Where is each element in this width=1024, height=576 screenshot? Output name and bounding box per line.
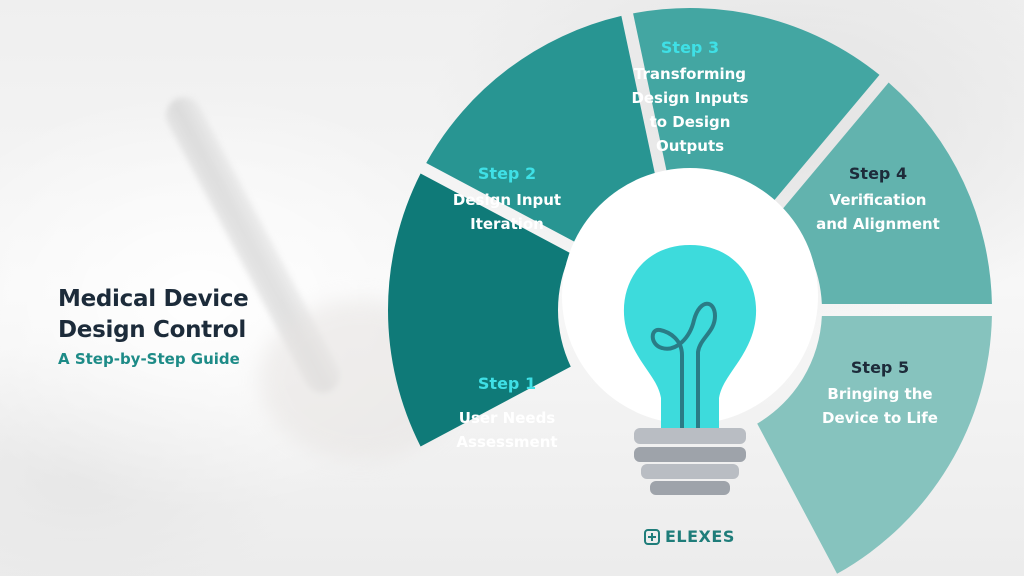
step-3-text-line: Transforming	[633, 65, 747, 83]
wheel-segment-step-3	[633, 8, 880, 206]
step-1-text-line: User Needs	[458, 409, 556, 427]
wheel-segment-step-5	[757, 315, 992, 574]
step-3-text-line: to Design	[649, 113, 731, 131]
wheel-segment-step-1	[387, 173, 571, 447]
step-1-text-line: Assessment	[456, 433, 558, 451]
wheel-segment-step-4	[779, 82, 992, 305]
step-4-label-group: Step 4 Verification and Alignment	[798, 162, 958, 236]
step-3-text-line: Outputs	[655, 137, 725, 155]
bulb-filament	[650, 301, 717, 430]
step-5-number: Step 5	[850, 358, 910, 377]
title-line-1: Medical Device	[58, 286, 249, 312]
step-2-number: Step 2	[477, 164, 537, 183]
step-2-text-line: Iteration	[470, 215, 544, 233]
title-block: Medical Device Design Control A Step-by-…	[58, 284, 249, 370]
step-4-text-line: Verification	[829, 191, 927, 209]
wheel-segment-step-2	[426, 15, 657, 243]
subtitle: A Step-by-Step Guide	[58, 350, 240, 368]
step-4-text-line: and Alignment	[816, 215, 940, 233]
step-4-number: Step 4	[848, 164, 908, 183]
step-3-text-line: Design Inputs	[631, 89, 749, 107]
step-3-number: Step 3	[660, 38, 720, 57]
medical-cross-icon	[644, 528, 660, 545]
bulb-glass	[623, 245, 757, 428]
bulb-base-ring-4	[650, 481, 730, 495]
title-line-2: Design Control	[58, 317, 246, 343]
step-1-number: Step 1	[477, 374, 537, 393]
bulb-base-ring-2	[634, 447, 746, 462]
step-5-text-line: Device to Life	[822, 409, 938, 427]
logo-text: ELEXES	[665, 527, 735, 546]
bulb-base-ring-1	[634, 428, 746, 444]
step-5-text-line: Bringing the	[827, 385, 933, 403]
step-2-text-line: Design Input	[452, 191, 562, 209]
bulb-base-ring-3	[641, 464, 739, 479]
elexes-logo: ELEXES	[644, 527, 735, 546]
light-bulb-icon	[562, 168, 818, 495]
